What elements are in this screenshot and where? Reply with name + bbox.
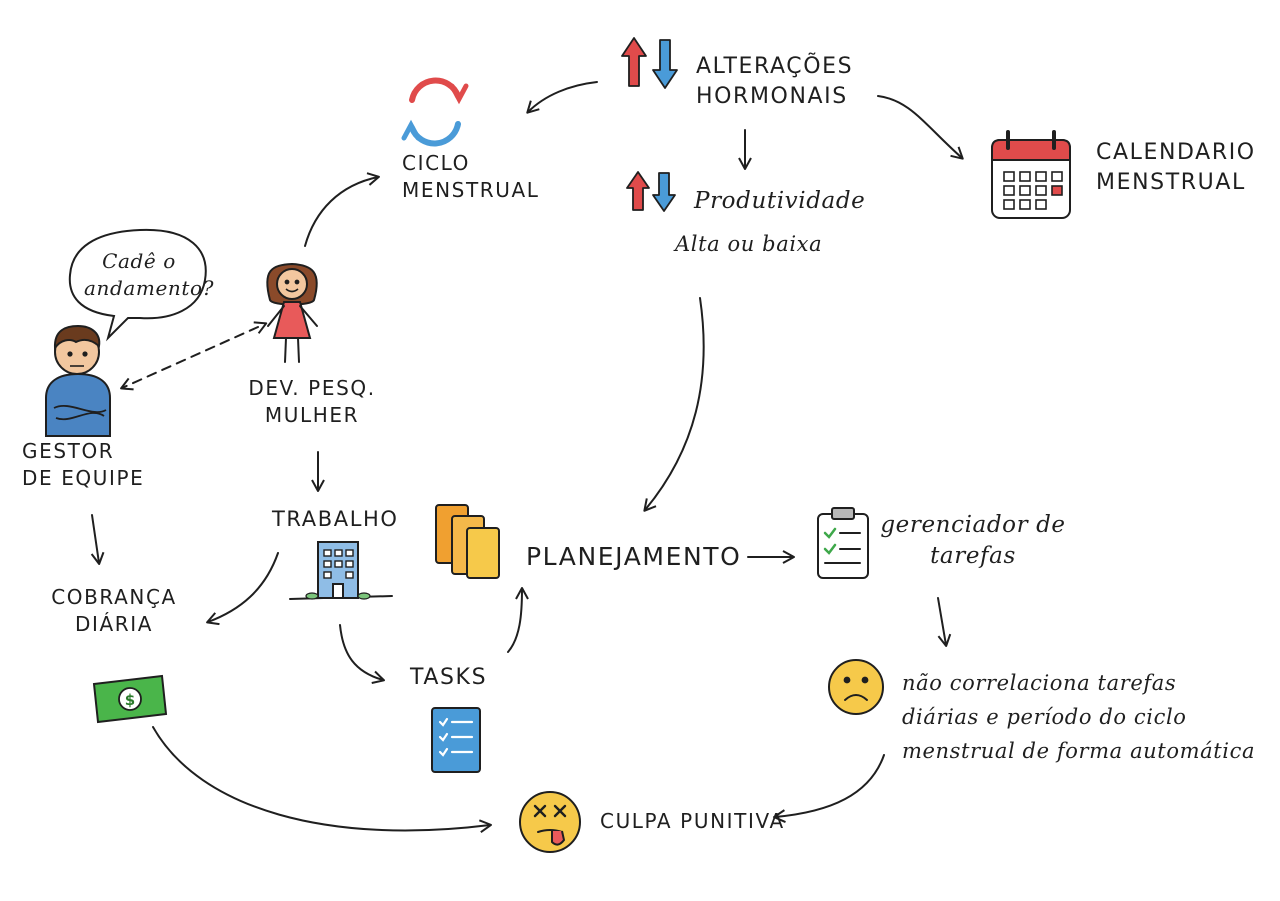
arrow-tasks-to-planejamento (507, 587, 529, 653)
speech-text: Cadê o andamento? (84, 249, 215, 300)
svg-text:$: $ (125, 691, 135, 709)
man-arms-crossed-icon (45, 324, 111, 437)
label-calendario-menstrual: CALENDARIO MENSTRUAL (1096, 140, 1256, 195)
arrow-trabalho-to-cobranca (206, 552, 279, 626)
documents-icon (435, 504, 500, 579)
dizzy-face-icon (519, 791, 581, 853)
speech-bubble-icon (68, 228, 207, 342)
up-down-arrows-icon (626, 171, 676, 212)
label-ciclo-menstrual: CICLO MENSTRUAL (402, 151, 540, 202)
label-culpa-punitiva: CULPA PUNITIVA (600, 809, 785, 833)
arrow-gestor-to-cobranca (90, 514, 105, 565)
up-down-arrows-icon (621, 37, 678, 89)
label-dev-pesq-mulher: DEV. PESQ. MULHER (248, 376, 376, 427)
arrow-alteracoes-to-calendario (877, 95, 964, 160)
label-cobranca-diaria: COBRANÇA DIÁRIA (51, 585, 177, 636)
label-planejamento: PLANEJAMENTO (526, 542, 742, 571)
money-bill-icon: $ (92, 674, 168, 724)
arrow-gerenciador-to-sad (937, 597, 952, 647)
cycle-arrows-icon (401, 77, 469, 147)
arrow-produtividade-to-planejamento (643, 297, 705, 512)
arrow-alteracoes-to-ciclo (526, 81, 598, 114)
arrow-dev-gestor-dashed (120, 321, 268, 391)
arrow-trabalho-to-tasks (339, 624, 385, 684)
calendar-icon (991, 130, 1071, 219)
arrow-naocorrelaciona-to-culpa (773, 754, 885, 823)
clipboard-checklist-icon (817, 507, 869, 579)
arrow-cobranca-to-culpa (152, 726, 492, 834)
label-trabalho: TRABALHO (272, 507, 399, 531)
label-nao-correlaciona: não correlaciona tarefas diárias e perío… (902, 671, 1256, 764)
label-produtividade: Produtividade (694, 188, 866, 214)
label-alteracoes-hormonais: ALTERAÇÕES HORMONAIS (696, 54, 854, 109)
task-list-icon (431, 707, 481, 773)
label-produtividade-sub: Alta ou baixa (675, 232, 823, 256)
woman-icon (266, 262, 318, 363)
label-tasks: TASKS (410, 665, 488, 690)
arrow-dev-to-ciclo (304, 172, 380, 247)
label-gerenciador-de-tarefas: gerenciador de tarefas (880, 512, 1066, 570)
building-icon (289, 541, 393, 600)
sad-face-icon (828, 659, 884, 715)
label-gestor-de-equipe: GESTOR DE EQUIPE (22, 439, 145, 490)
